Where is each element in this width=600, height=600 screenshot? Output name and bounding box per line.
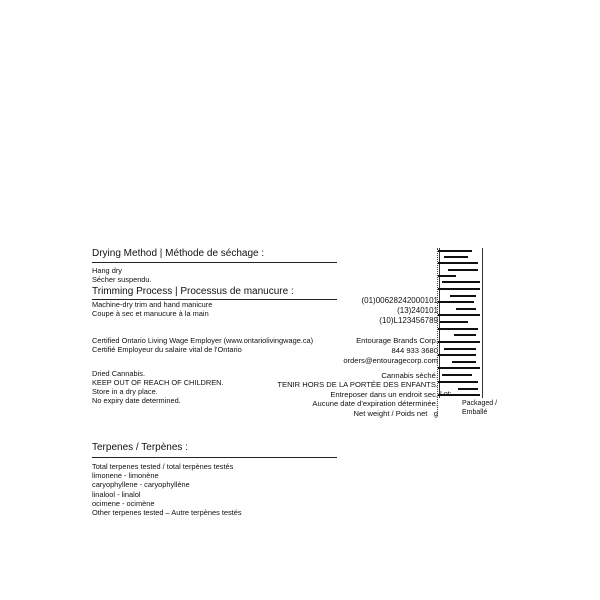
packaged-label: Packaged / [462,400,498,407]
net-weight-unit: g [433,408,438,418]
warning-fr-2: TENIR HORS DE LA PORTÉE DES ENFANTS. [277,380,438,390]
warning-en-2: KEEP OUT OF REACH OF CHILDREN. [92,378,224,387]
packaged-fr-label: Emballé [462,409,488,416]
cannabis-product-label: Drying Method | Méthode de séchage : Han… [90,238,510,538]
drying-line-2: Sécher suspendu. [92,275,152,284]
gs1-code-lot: (10)L123456789 [379,316,438,325]
warnings-english: Dried Cannabis. KEEP OUT OF REACH OF CHI… [92,369,224,405]
drying-method-heading: Drying Method | Méthode de séchage : [92,248,265,259]
terpenes-list: Total terpenes tested / total terpènes t… [92,462,242,517]
packaged-info: Packaged / Emballé [462,399,497,417]
terpene-item-total: Total terpenes tested / total terpènes t… [92,462,234,471]
gs1-codes: (01)00628242000101 (13)240101 (10)L12345… [361,296,438,326]
company-info: Entourage Brands Corp. 844 933 3680 orde… [343,336,438,366]
terpene-item-ocimene: ocimene - ocimène [92,498,155,508]
drying-rule [92,262,337,263]
gs1-code-date: (13)240101 [397,306,438,315]
terpene-item-limonene: limonene - limonène [92,471,159,481]
trimming-rule [92,299,337,300]
company-name: Entourage Brands Corp. [356,336,438,345]
certification-line-1: Certified Ontario Living Wage Employer (… [92,336,314,345]
trimming-process-text: Machine-dry trim and hand manicure Coupe… [92,300,212,318]
terpene-item-linalool: linalool - linalol [92,489,141,499]
datamatrix-barcode [437,248,484,416]
certification-line-2: Certifié Employeur du salaire vital de l… [92,345,242,354]
certification-text: Certified Ontario Living Wage Employer (… [92,336,313,354]
warning-fr-4: Aucune date d'expiration déterminée. [312,399,438,409]
net-weight: Net weight / Poids net g [277,409,438,418]
trimming-line-2: Coupe à sec et manucure à la main [92,309,209,318]
terpene-item-caryophyllene: caryophyllene - caryophyllène [92,480,190,490]
terpenes-heading: Terpenes / Terpènes : [92,442,188,453]
gs1-code-gtin: (01)00628242000101 [361,296,438,305]
trimming-line-1: Machine-dry trim and hand manicure [92,300,213,309]
company-phone: 844 933 3680 [391,346,438,355]
warning-en-4: No expiry date determined. [92,396,181,405]
drying-line-1: Hang dry [92,266,122,275]
warning-fr-3: Entreposer dans un endroit sec. [330,389,438,399]
terpenes-rule [92,457,337,458]
drying-method-text: Hang dry Sécher suspendu. [92,266,152,284]
warning-fr-1: Cannabis séché. [381,371,438,380]
net-weight-label: Net weight / Poids net [353,408,428,418]
terpene-item-other: Other terpenes tested – Autre terpènes t… [92,508,242,518]
warning-en-3: Store in a dry place. [92,387,158,396]
trimming-process-heading: Trimming Process | Processus de manucure… [92,286,294,297]
warning-en-1: Dried Cannabis. [92,369,145,378]
company-email: orders@entouragecorp.com [343,356,438,365]
warnings-french: Cannabis séché. TENIR HORS DE LA PORTÉE … [277,371,438,418]
